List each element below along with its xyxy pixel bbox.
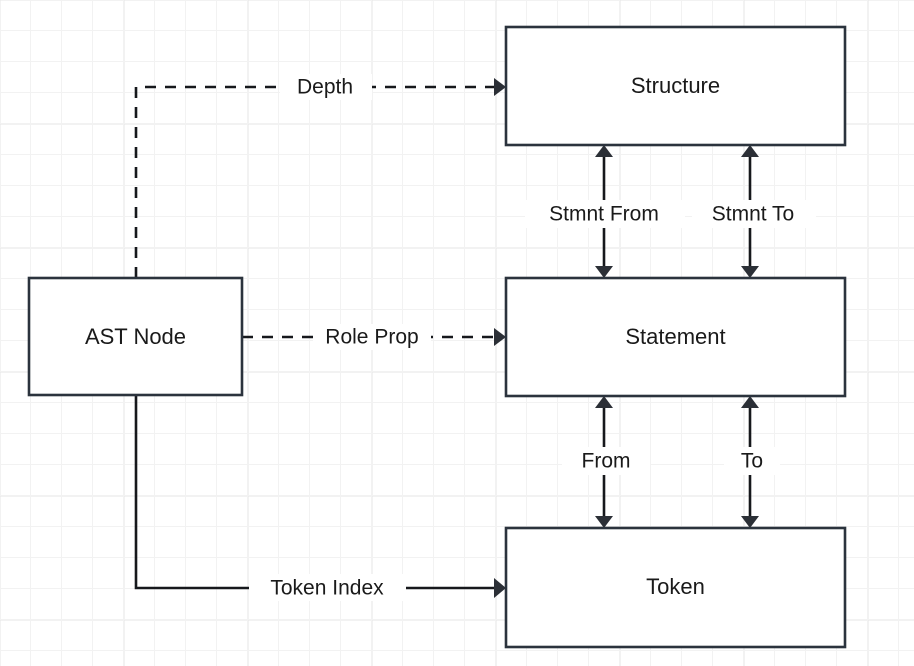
edge-stmnt-to-arrowhead-up-icon: [741, 145, 759, 157]
edge-from-label-halo: [562, 447, 650, 475]
edge-stmnt-to[interactable]: Stmnt To: [692, 145, 816, 278]
edge-depth-label-halo: [280, 74, 372, 100]
node-structure-label: Structure: [631, 73, 720, 98]
edge-stmnt-from-arrowhead-up-icon: [595, 145, 613, 157]
edge-role-prop-arrowhead-icon: [494, 328, 506, 346]
edge-stmnt-to-label-halo: [692, 200, 816, 228]
edge-stmnt-to-arrowhead-down-icon: [741, 266, 759, 278]
edge-stmnt-from-label-halo: [525, 200, 685, 228]
node-token-box: [504, 526, 847, 649]
edge-stmnt-from[interactable]: Stmnt From: [525, 145, 685, 278]
edge-stmnt-from-label: Stmnt From: [549, 203, 659, 226]
edge-to[interactable]: To: [724, 396, 780, 528]
edge-to-arrowhead-down-icon: [741, 516, 759, 528]
edge-to-arrowhead-up-icon: [741, 396, 759, 408]
edge-role-prop[interactable]: Role Prop: [242, 324, 506, 350]
edge-token-index-arrowhead-icon: [494, 578, 506, 598]
edge-stmnt-from-arrowhead-down-icon: [595, 266, 613, 278]
node-statement-box: [504, 276, 847, 398]
node-token[interactable]: Token: [504, 526, 847, 649]
edge-token-index-label-halo: [249, 574, 406, 601]
edge-role-prop-label-halo: [313, 324, 431, 350]
edge-to-label: To: [741, 450, 763, 473]
edge-from-arrowhead-down-icon: [595, 516, 613, 528]
edge-stmnt-to-label: Stmnt To: [712, 203, 794, 226]
edge-from[interactable]: From: [562, 396, 650, 528]
edge-depth-arrowhead-icon: [494, 78, 506, 96]
node-token-label: Token: [646, 574, 705, 599]
node-statement-label: Statement: [625, 324, 725, 349]
edge-token-index-label: Token Index: [270, 577, 384, 600]
edge-token-index-path: [134, 395, 494, 590]
edge-token-index[interactable]: Token Index: [134, 395, 506, 601]
node-ast-node-box: [27, 276, 244, 397]
node-ast-node[interactable]: AST Node: [27, 276, 244, 397]
node-structure-box: [504, 25, 847, 147]
edge-depth[interactable]: Depth: [134, 74, 506, 278]
node-structure[interactable]: Structure: [504, 25, 847, 147]
edge-from-label: From: [582, 450, 631, 473]
edge-role-prop-label: Role Prop: [325, 326, 418, 349]
edge-to-label-halo: [724, 447, 780, 475]
edge-depth-label: Depth: [297, 76, 353, 99]
edge-depth-path: [134, 85, 494, 278]
node-ast-node-label: AST Node: [85, 324, 186, 349]
node-statement[interactable]: Statement: [504, 276, 847, 398]
edge-from-arrowhead-up-icon: [595, 396, 613, 408]
